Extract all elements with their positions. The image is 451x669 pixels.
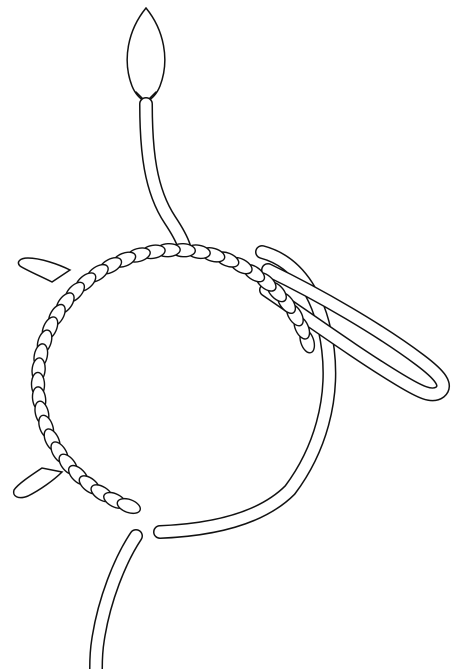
double-stitches [31, 243, 317, 516]
shuttle-tip [127, 8, 165, 102]
upper-thread [146, 104, 184, 246]
lower-thread [96, 536, 136, 669]
picot-upper [18, 258, 70, 282]
picot-lower [14, 468, 62, 498]
shuttle-loop [266, 270, 443, 394]
